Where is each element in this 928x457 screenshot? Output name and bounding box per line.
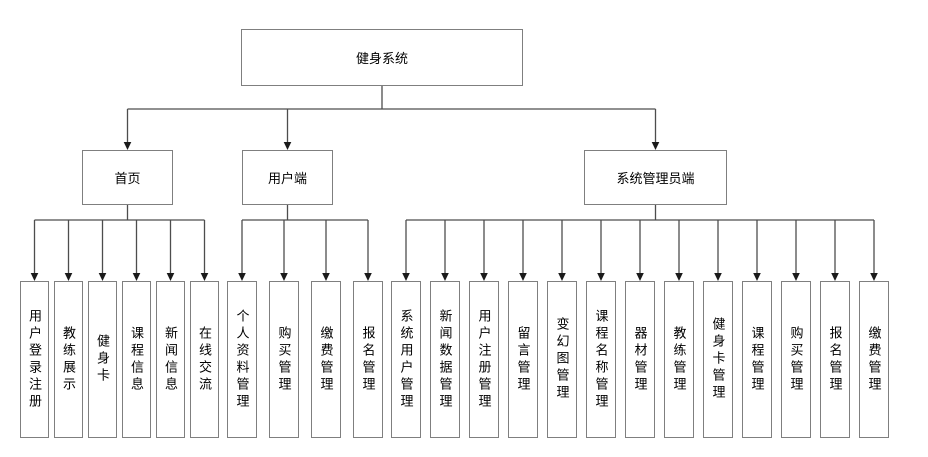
arrowhead-icon xyxy=(480,273,488,281)
arrowhead-icon xyxy=(519,273,527,281)
arrowhead-icon xyxy=(123,142,132,150)
node-online-communication: 在线交流 xyxy=(190,281,219,438)
arrowhead-icon xyxy=(402,273,410,281)
node-label: 教练管理 xyxy=(671,325,687,394)
node-news-info: 新闻信息 xyxy=(156,281,185,438)
node-label: 课程信息 xyxy=(129,325,144,394)
arrowhead-icon xyxy=(792,273,800,281)
arrowhead-icon xyxy=(200,273,209,281)
node-label: 健身系统 xyxy=(355,51,408,66)
node-label: 系统管理员端 xyxy=(616,171,695,186)
node-course-info: 课程信息 xyxy=(122,281,151,438)
node-label: 购买管理 xyxy=(276,325,292,394)
node-label: 首页 xyxy=(114,171,141,186)
arrowhead-icon xyxy=(132,273,141,281)
arrowhead-icon xyxy=(753,273,761,281)
node-label: 器材管理 xyxy=(632,325,648,394)
node-user-side: 用户端 xyxy=(242,150,333,205)
node-label: 留言管理 xyxy=(515,325,531,394)
node-coach-display: 教练展示 xyxy=(54,281,83,438)
arrowhead-icon xyxy=(597,273,605,281)
arrowhead-icon xyxy=(441,273,449,281)
node-label: 健身卡管理 xyxy=(710,317,726,402)
node-label: 变幻图管理 xyxy=(554,317,570,402)
node-system-user-management: 系统用户管理 xyxy=(391,281,421,438)
arrowhead-icon xyxy=(558,273,566,281)
arrowhead-icon xyxy=(238,273,246,281)
node-home: 首页 xyxy=(82,150,173,205)
node-label: 报名管理 xyxy=(827,325,843,394)
node-label: 新闻信息 xyxy=(163,325,178,394)
arrowhead-icon xyxy=(322,273,330,281)
node-label: 健身卡 xyxy=(95,334,110,385)
node-admin-side: 系统管理员端 xyxy=(584,150,727,205)
arrowhead-icon xyxy=(636,273,644,281)
node-payment-management-user: 缴费管理 xyxy=(311,281,341,438)
node-label: 用户注册管理 xyxy=(476,308,492,411)
arrowhead-icon xyxy=(831,273,839,281)
arrowhead-icon xyxy=(283,142,292,150)
arrowhead-icon xyxy=(675,273,683,281)
node-label: 新闻数据管理 xyxy=(437,308,453,411)
arrowhead-icon xyxy=(364,273,372,281)
node-label: 个人资料管理 xyxy=(234,308,250,411)
node-label: 教练展示 xyxy=(61,325,76,394)
node-fitness-card-management: 健身卡管理 xyxy=(703,281,733,438)
node-news-data-management: 新闻数据管理 xyxy=(430,281,460,438)
arrowhead-icon xyxy=(870,273,878,281)
node-label: 购买管理 xyxy=(788,325,804,394)
node-fitness-card: 健身卡 xyxy=(88,281,117,438)
node-label: 缴费管理 xyxy=(866,325,882,394)
node-fitness-system: 健身系统 xyxy=(241,29,523,86)
node-user-registration-management: 用户注册管理 xyxy=(469,281,499,438)
node-registration-management-user: 报名管理 xyxy=(353,281,383,438)
arrowhead-icon xyxy=(98,273,107,281)
arrowhead-icon xyxy=(651,142,660,150)
node-payment-management-admin: 缴费管理 xyxy=(859,281,889,438)
arrowhead-icon xyxy=(280,273,288,281)
node-label: 课程名称管理 xyxy=(593,308,609,411)
arrowhead-icon xyxy=(166,273,175,281)
arrowhead-icon xyxy=(714,273,722,281)
node-coach-management: 教练管理 xyxy=(664,281,694,438)
node-registration-management-admin: 报名管理 xyxy=(820,281,850,438)
arrowhead-icon xyxy=(30,273,39,281)
node-label: 系统用户管理 xyxy=(398,308,414,411)
node-label: 课程管理 xyxy=(749,325,765,394)
node-equipment-management: 器材管理 xyxy=(625,281,655,438)
node-profile-management: 个人资料管理 xyxy=(227,281,257,438)
node-purchase-management-user: 购买管理 xyxy=(269,281,299,438)
node-message-management: 留言管理 xyxy=(508,281,538,438)
node-label: 缴费管理 xyxy=(318,325,334,394)
node-label: 用户登录注册 xyxy=(27,308,42,411)
node-label: 用户端 xyxy=(267,171,307,186)
node-label: 在线交流 xyxy=(197,325,212,394)
node-label: 报名管理 xyxy=(360,325,376,394)
node-purchase-management-admin: 购买管理 xyxy=(781,281,811,438)
node-course-name-management: 课程名称管理 xyxy=(586,281,616,438)
node-user-login-register: 用户登录注册 xyxy=(20,281,49,438)
node-carousel-image-management: 变幻图管理 xyxy=(547,281,577,438)
node-course-management: 课程管理 xyxy=(742,281,772,438)
arrowhead-icon xyxy=(64,273,73,281)
